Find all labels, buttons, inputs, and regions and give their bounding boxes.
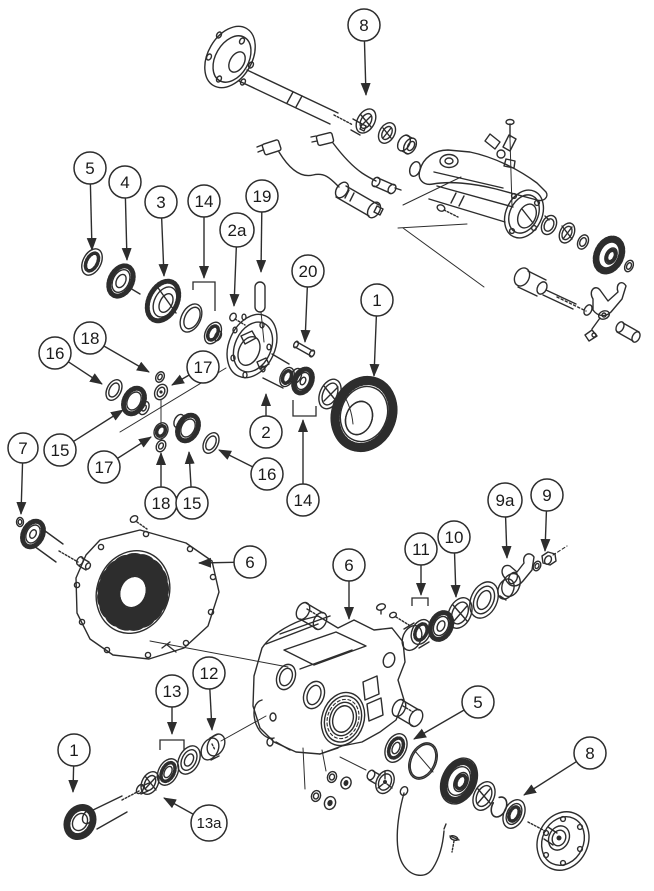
callout-1: 1: [57, 733, 91, 793]
callout-label: 15: [183, 494, 202, 513]
callout-label: 13: [163, 682, 182, 701]
speedometer-drive: [366, 769, 395, 795]
callout-label: 20: [299, 262, 318, 281]
callout-label: 2a: [228, 221, 247, 240]
callout-1: 1: [360, 283, 394, 377]
final-drive-housing: [252, 615, 406, 755]
callout-17: 17: [171, 350, 220, 386]
callout-6: 6: [198, 545, 267, 579]
callout-3: 3: [144, 185, 178, 277]
callout-7: 7: [7, 432, 39, 515]
callout-10: 10: [437, 520, 471, 598]
callout-label: 9: [542, 486, 551, 505]
spider-gear-set: [105, 367, 227, 455]
callout-14: 14: [187, 184, 221, 311]
drain-fill-plugs: [310, 770, 352, 811]
callout-9a: 9a: [487, 482, 523, 559]
callout-label: 18: [81, 329, 100, 348]
output-drum-seal-set: [384, 733, 526, 829]
cover-bolt: [129, 514, 148, 530]
callout-14: 14: [286, 400, 320, 517]
callout-label: 5: [85, 159, 94, 178]
callout-label: 13a: [196, 815, 222, 832]
pinion-bearing-set: [140, 733, 226, 795]
callout-label: 6: [245, 553, 254, 572]
callout-label: 2: [261, 423, 270, 442]
drive-pinion-gear: [63, 782, 150, 840]
callout-label: 16: [46, 344, 65, 363]
callout-19: 19: [245, 179, 279, 273]
callout-label: 12: [200, 664, 219, 683]
axle-seal-set: [355, 108, 418, 155]
callout-18: 18: [144, 452, 178, 520]
callout-label: 17: [95, 458, 114, 477]
callout-13a: 13a: [163, 797, 228, 842]
callout-label: 14: [195, 192, 214, 211]
callout-label: 8: [585, 744, 594, 763]
exploded-parts-artwork: [15, 25, 641, 876]
callout-label: 18: [152, 494, 171, 513]
callout-15: 15: [175, 451, 209, 520]
callout-9: 9: [530, 478, 564, 552]
callout-label: 8: [359, 16, 368, 35]
callout-17: 17: [87, 436, 152, 484]
callout-label: 3: [156, 193, 165, 212]
callout-label: 14: [294, 491, 313, 510]
callout-5: 5: [73, 151, 107, 251]
output-bearing-row: [401, 581, 499, 652]
axle-shaft-assembly: [204, 25, 367, 136]
callout-2a: 2a: [219, 212, 255, 307]
breather-hose: [396, 785, 460, 876]
input-bearing-gear-row: [81, 248, 246, 345]
callout-8: 8: [523, 736, 607, 796]
actuator-bracket-assembly: [408, 118, 635, 275]
callout-16: 16: [218, 449, 284, 491]
callout-label: 6: [344, 556, 353, 575]
callout-20: 20: [291, 254, 325, 343]
housing-bolt-washer: [375, 603, 410, 626]
drive-yoke-and-nut: [497, 551, 557, 601]
callout-16: 16: [38, 336, 103, 385]
callout-5: 5: [413, 685, 495, 740]
callout-6: 6: [332, 548, 366, 620]
shift-rod-fork-assembly: [513, 267, 641, 343]
callout-15: 15: [43, 409, 124, 467]
callout-label: 1: [372, 291, 381, 310]
callout-label: 16: [258, 465, 277, 484]
crown-ring-gear: [330, 375, 398, 453]
callout-11: 11: [404, 532, 438, 606]
callout-label: 1: [69, 741, 78, 760]
callout-label: 19: [253, 187, 272, 206]
side-cover-plate: [73, 529, 220, 660]
callout-13: 13: [155, 674, 189, 750]
differential-carrier: [226, 313, 295, 389]
lock-pin: [292, 340, 316, 358]
dowel-pin: [254, 281, 266, 343]
callout-2: 2: [249, 393, 283, 449]
callout-4: 4: [108, 165, 142, 261]
wiring-harness-sensors: [256, 131, 402, 219]
callout-8: 8: [347, 8, 381, 96]
output-flange: [527, 811, 590, 871]
callout-label: 5: [473, 693, 482, 712]
callout-18: 18: [73, 321, 150, 373]
callout-label: 15: [51, 441, 70, 460]
callout-label: 7: [18, 439, 27, 458]
callout-label: 10: [445, 528, 464, 547]
callout-label: 4: [120, 173, 129, 192]
callout-12: 12: [192, 656, 226, 731]
callout-label: 11: [412, 540, 430, 559]
callout-label: 9a: [496, 491, 515, 510]
callout-label: 17: [194, 358, 213, 377]
front-pinion-stub: [15, 516, 92, 571]
housing-bushings: [295, 601, 424, 728]
